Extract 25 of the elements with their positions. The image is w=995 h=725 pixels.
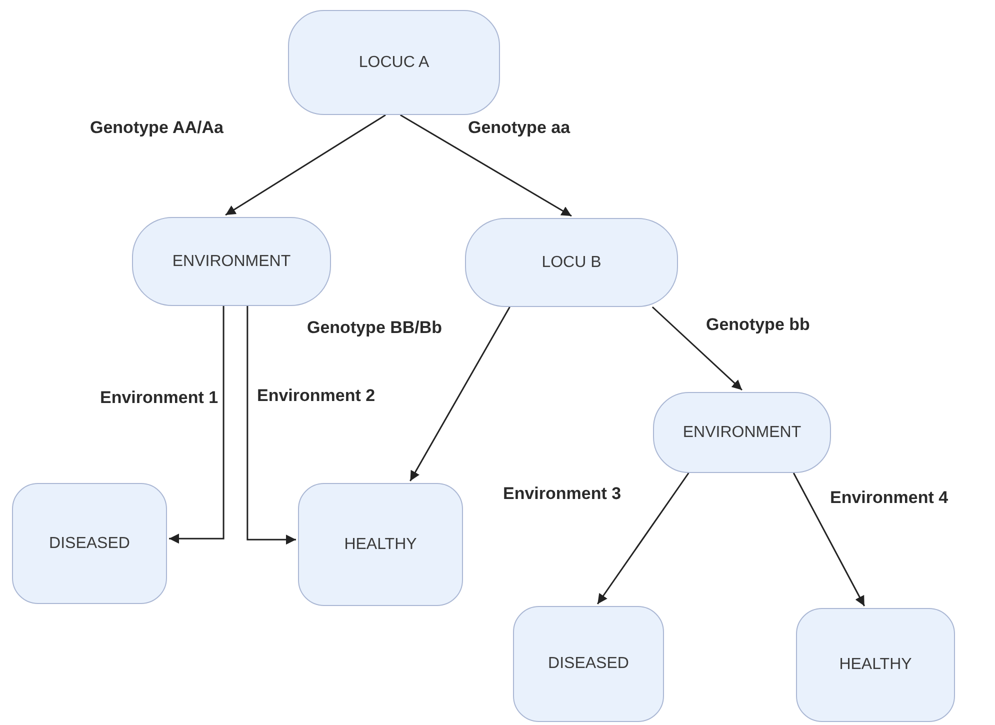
rounded-box <box>298 483 463 606</box>
arrow <box>596 472 690 604</box>
edge-label: Genotype BB/Bb <box>305 318 444 338</box>
edge-label: Genotype aa <box>466 118 572 138</box>
edge-label: Genotype AA/Aa <box>88 118 226 138</box>
rounded-box <box>288 10 500 115</box>
node-label: HEALTHY <box>344 536 417 554</box>
node-label: DISEASED <box>548 655 629 673</box>
node-label: LOCUC A <box>358 54 430 72</box>
node-label: HEALTHY <box>839 656 912 674</box>
rounded-box <box>796 608 955 722</box>
arrow <box>400 114 572 217</box>
rounded-box <box>513 606 664 722</box>
node-label: LOCU B <box>542 254 602 272</box>
rounded-box <box>12 483 167 604</box>
arrow <box>246 306 296 545</box>
arrow <box>225 114 386 216</box>
edge-label: Genotype bb <box>704 315 812 335</box>
arrow <box>652 306 742 391</box>
arrow <box>792 472 866 606</box>
arrow <box>169 306 224 544</box>
arrow <box>410 306 510 482</box>
node-label: ENVIRONMENT <box>682 424 802 442</box>
node-label: DISEASED <box>49 534 130 552</box>
node-label: ENVIRONMENT <box>172 252 291 270</box>
